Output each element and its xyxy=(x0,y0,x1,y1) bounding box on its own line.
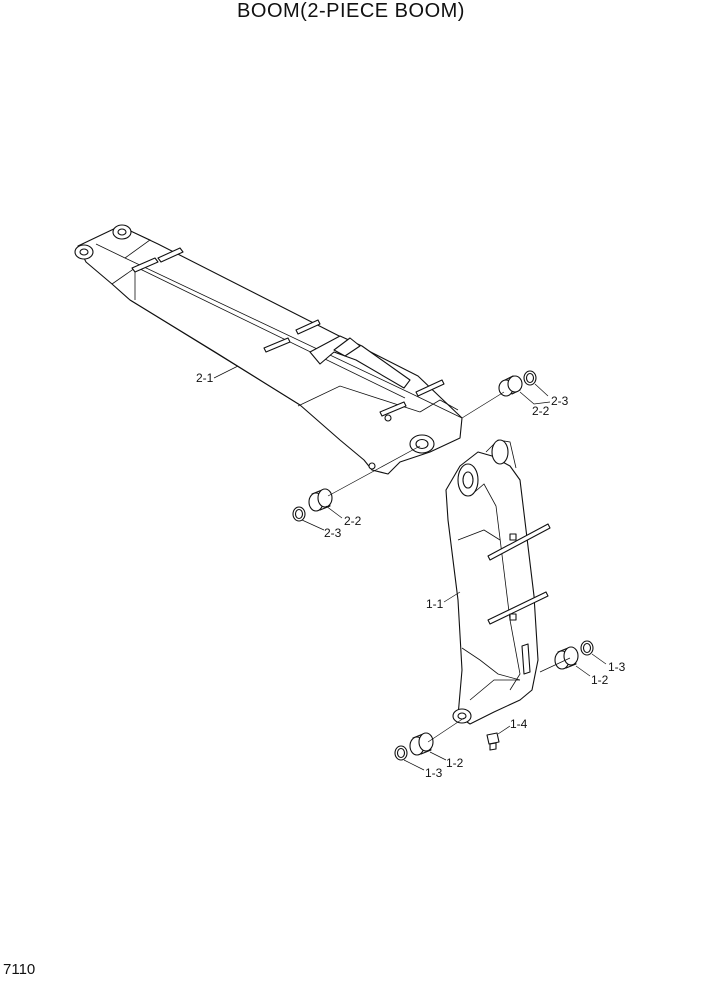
leader-line xyxy=(519,391,551,405)
callout-1-4: 1-4 xyxy=(510,717,528,731)
leader-line xyxy=(429,751,447,761)
callout-1-2: 1-2 xyxy=(591,673,609,687)
callout-1-3: 1-3 xyxy=(608,660,626,674)
leader-line xyxy=(327,445,421,497)
lower-boom-part[interactable] xyxy=(445,439,551,725)
grease-nipple-1-4[interactable] xyxy=(486,732,500,751)
bushing-2-2-lower[interactable] xyxy=(308,488,333,512)
leader-line xyxy=(443,591,461,603)
bushing-1-2-right[interactable] xyxy=(554,646,579,670)
leader-line xyxy=(301,519,325,531)
callout-2-3: 2-3 xyxy=(551,394,569,408)
page-title: BOOM(2-PIECE BOOM) xyxy=(237,0,465,22)
leader-line xyxy=(427,717,465,743)
leader-line xyxy=(213,365,239,379)
callout-1-1: 1-1 xyxy=(426,597,444,611)
shim-1-3-right[interactable] xyxy=(580,640,594,656)
leader-line xyxy=(539,657,571,673)
callout-2-2: 2-2 xyxy=(532,404,550,418)
bushing-1-2-left[interactable] xyxy=(409,732,434,756)
leader-line xyxy=(591,653,607,665)
shim-2-3-lower[interactable] xyxy=(292,506,306,522)
leader-line xyxy=(497,725,511,735)
leader-line xyxy=(575,665,591,677)
callout-1-2: 1-2 xyxy=(446,756,464,770)
callout-1-3: 1-3 xyxy=(425,766,443,780)
page-number: 7110 xyxy=(3,961,36,978)
leader-line xyxy=(461,391,505,419)
callout-2-3: 2-3 xyxy=(324,526,342,540)
leader-line xyxy=(325,505,343,519)
callout-2-1: 2-1 xyxy=(196,371,214,385)
shim-1-3-left[interactable] xyxy=(394,745,408,761)
leader-line xyxy=(403,759,425,771)
bushing-2-2-upper[interactable] xyxy=(498,375,523,397)
leader-line xyxy=(534,383,549,397)
callout-2-2: 2-2 xyxy=(344,514,362,528)
upper-boom-part[interactable] xyxy=(74,224,463,475)
shim-2-3-upper[interactable] xyxy=(523,370,537,386)
